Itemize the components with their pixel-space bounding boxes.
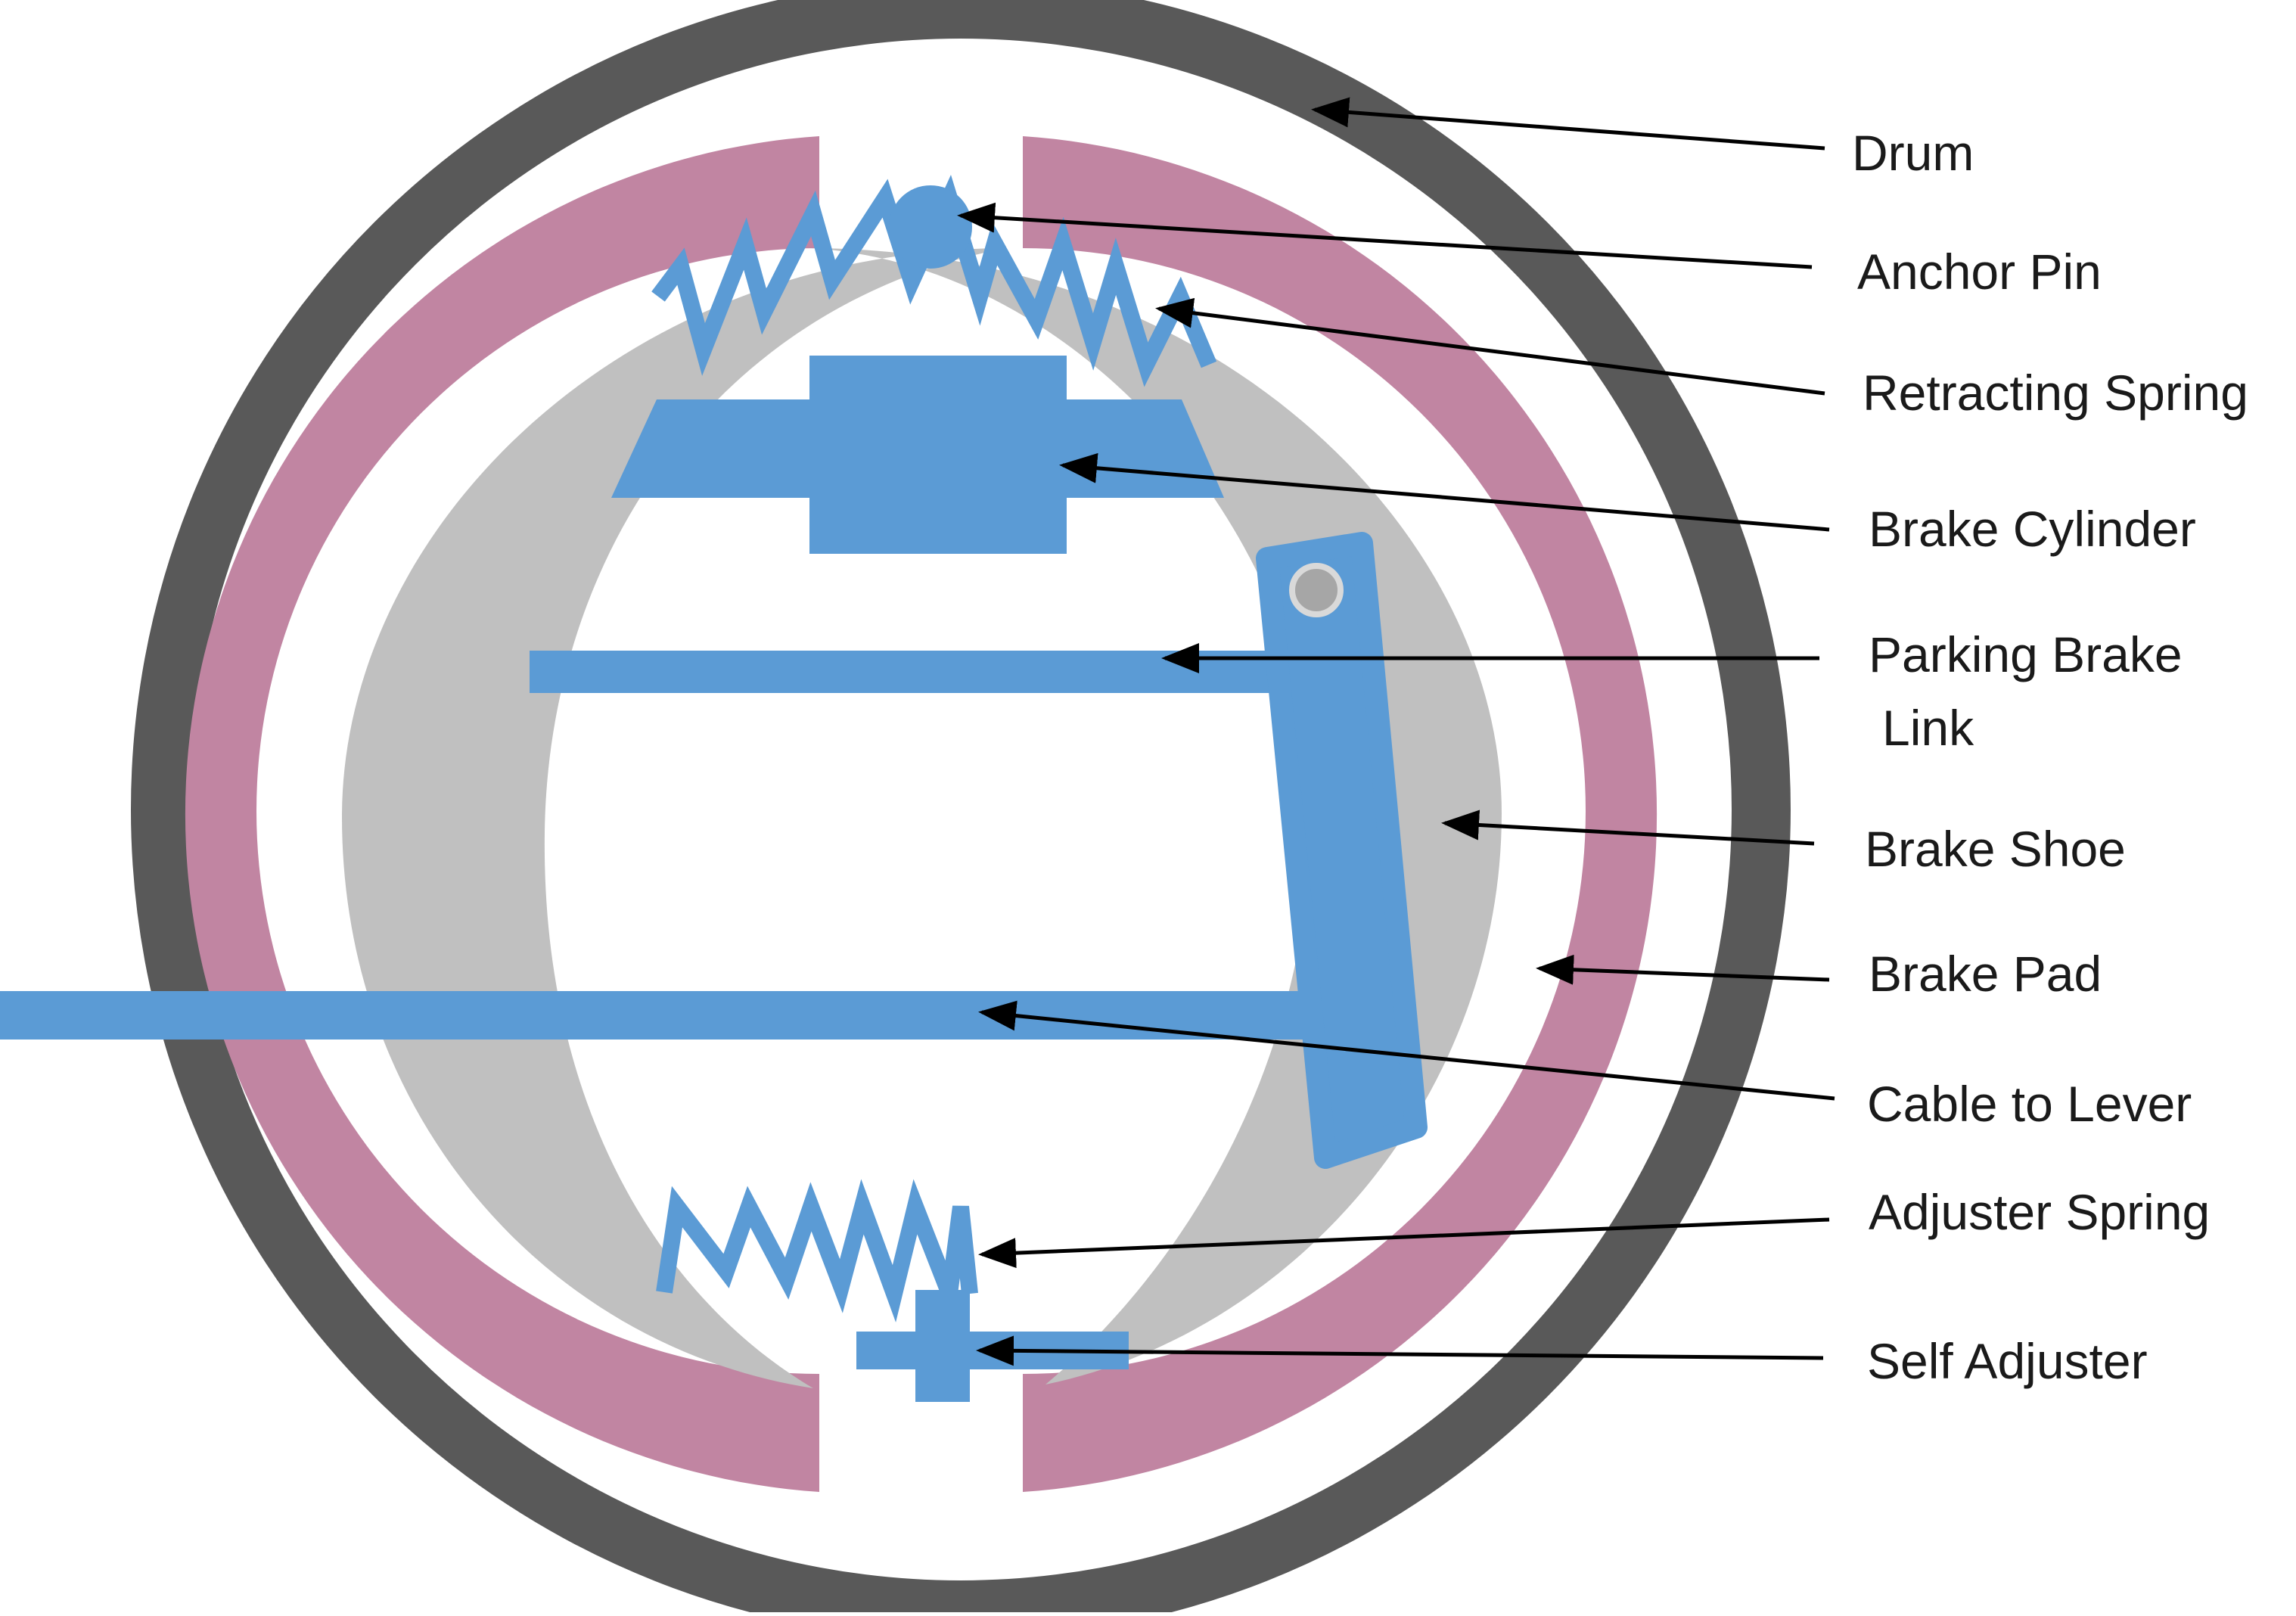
self-adjuster-stem	[915, 1290, 970, 1402]
label-anchor-pin: Anchor Pin	[1857, 244, 2102, 300]
brake-pad-right	[1023, 136, 1658, 1492]
brake-cylinder	[809, 356, 1067, 554]
brake-pad-left	[185, 136, 819, 1492]
leader-anchor-pin	[957, 202, 1813, 269]
leader-drum	[1311, 97, 1825, 151]
leader-brake-cylinder	[1059, 452, 1830, 532]
leader-self-adjuster	[976, 1335, 1824, 1366]
parking-brake-lever	[1256, 532, 1428, 1169]
leader-adjuster-spring	[978, 1217, 1830, 1269]
label-adjuster-spring: Adjuster Spring	[1869, 1184, 2210, 1240]
label-parking-brake-link-line2: Link	[1882, 700, 1974, 756]
label-retracting-spring: Retracting Spring	[1863, 365, 2248, 421]
label-brake-cylinder: Brake Cylinder	[1869, 501, 2196, 557]
leader-retracting-spring	[1155, 297, 1825, 396]
drum	[131, 0, 1791, 1616]
labels: Drum Anchor Pin Retracting Spring Brake …	[1852, 125, 2248, 1389]
label-brake-pad: Brake Pad	[1869, 946, 2102, 1002]
label-parking-brake-link-line1: Parking Brake	[1869, 626, 2183, 682]
cable-to-lever	[0, 991, 1316, 1040]
adjuster-spring	[656, 1179, 978, 1322]
leader-brake-shoe	[1441, 810, 1815, 846]
leader-cable-to-lever	[978, 1000, 1835, 1101]
label-self-adjuster: Self Adjuster	[1867, 1333, 2148, 1389]
anchor-pin	[889, 185, 972, 269]
label-cable-to-lever: Cable to Lever	[1867, 1076, 2192, 1132]
label-drum: Drum	[1852, 125, 1974, 181]
leader-brake-pad	[1536, 954, 1830, 985]
label-brake-shoe: Brake Shoe	[1865, 821, 2126, 877]
leader-lines	[957, 97, 1835, 1366]
lever-pivot-pin	[1289, 563, 1344, 617]
